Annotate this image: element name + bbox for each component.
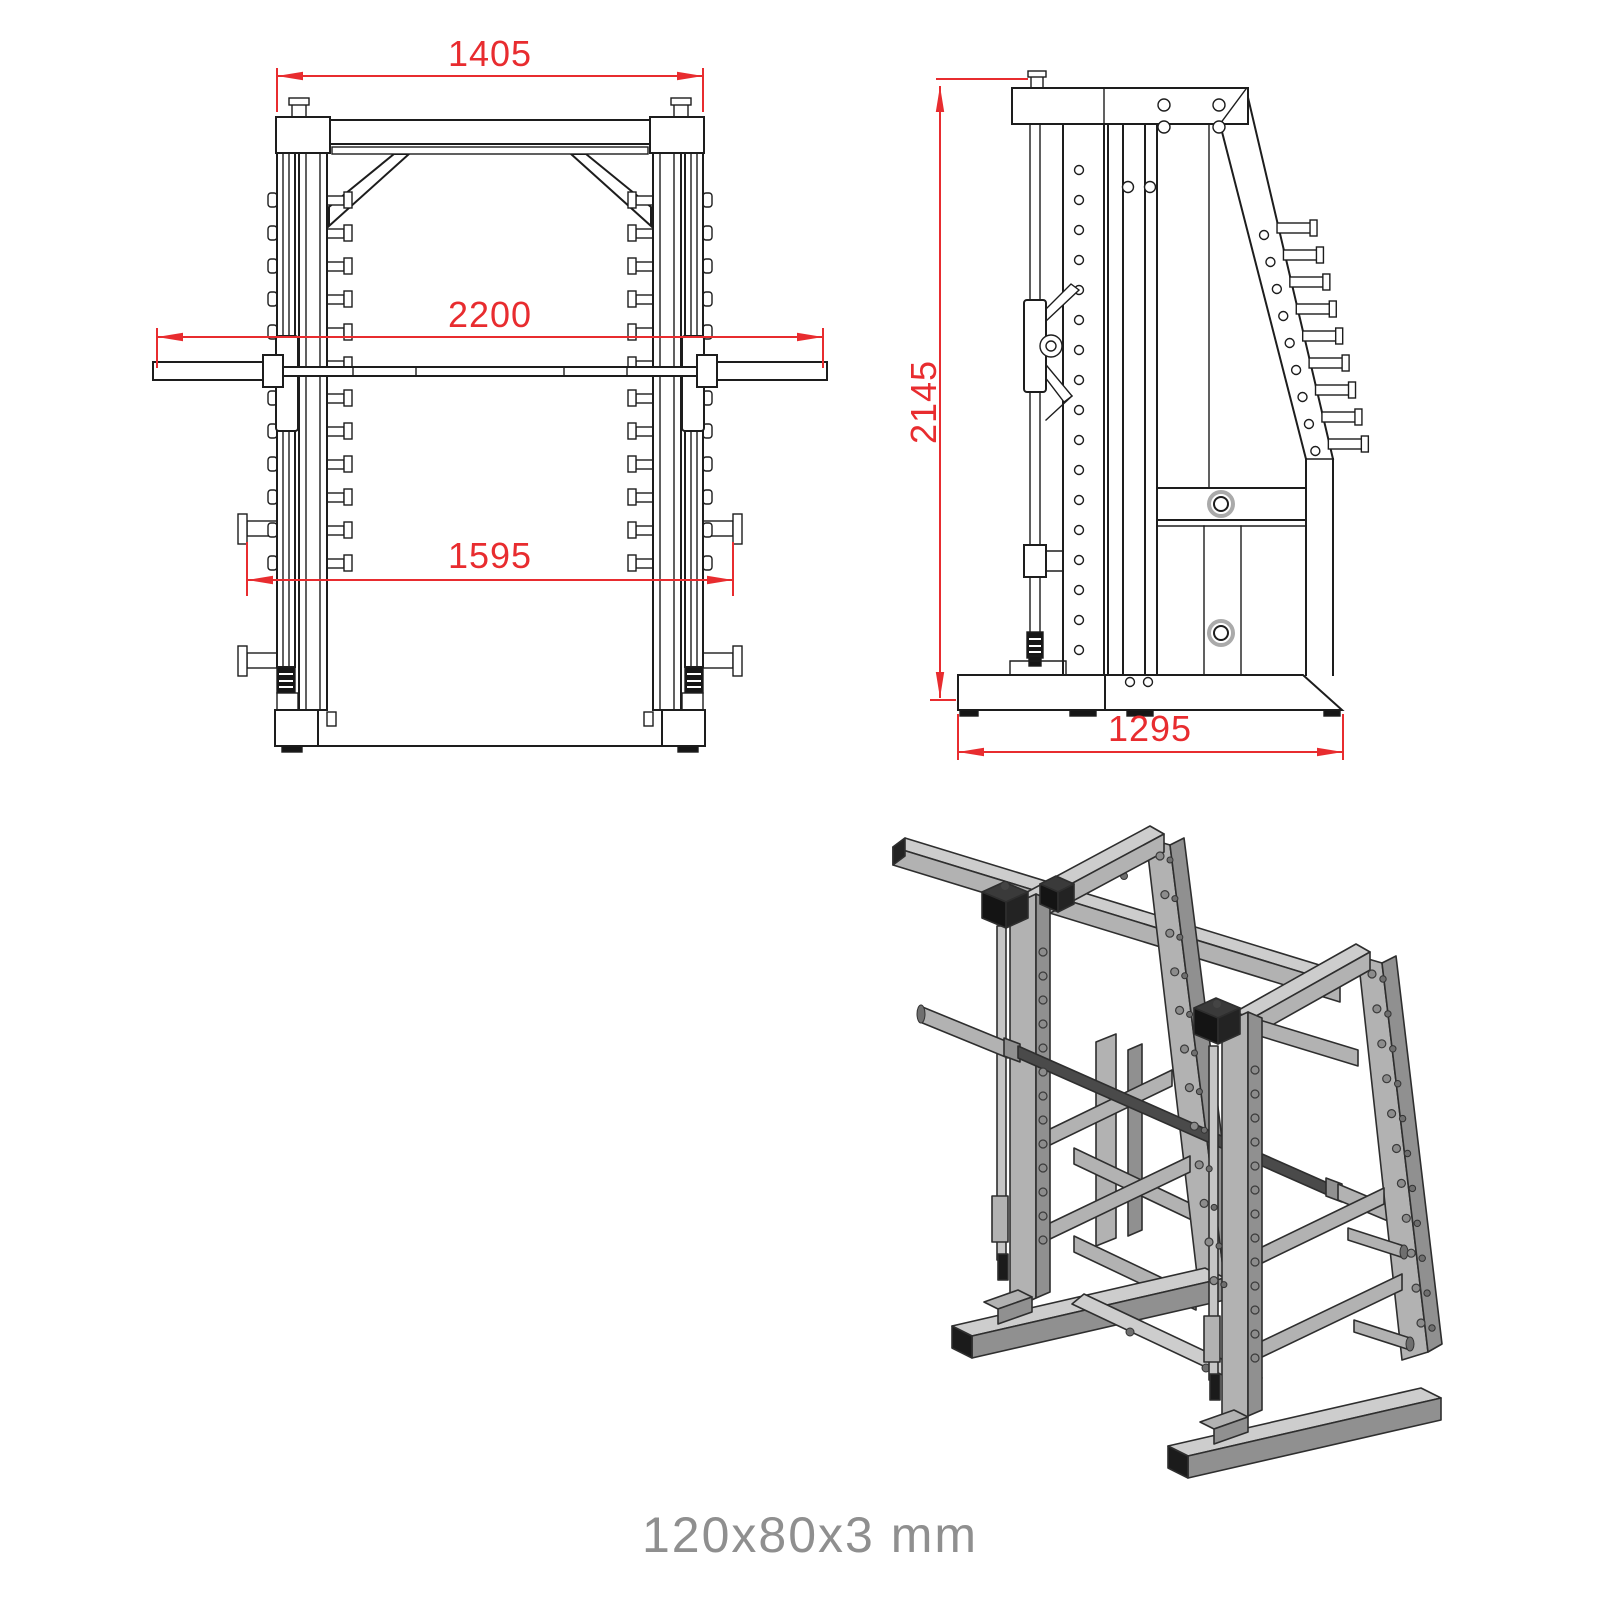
bottom-assembly xyxy=(274,666,706,753)
rear-lower-frame xyxy=(1156,487,1307,676)
side-base xyxy=(957,674,1345,717)
profile-size-caption: 120x80x3 mm xyxy=(642,1507,978,1563)
rear-slant-member xyxy=(1218,87,1335,676)
column-caps xyxy=(275,97,705,154)
top-braces xyxy=(328,153,652,229)
side-view-drawing: 2145 1295 xyxy=(903,70,1370,760)
dim-inner-width-label: 1595 xyxy=(448,535,532,576)
iso-right-frame xyxy=(1167,943,1443,1479)
side-view-dimensions: 2145 1295 xyxy=(903,78,1344,760)
top-crossbar xyxy=(329,119,651,145)
left-sleeve xyxy=(152,361,264,381)
adjustment-peg-rows xyxy=(267,191,713,572)
dim-height-label: 2145 xyxy=(903,360,944,444)
front-view-drawing: 1405 2200 1595 xyxy=(152,33,828,753)
iso-peg-knobs xyxy=(1038,851,1436,1363)
dim-bar-length-label: 2200 xyxy=(448,294,532,335)
right-sleeve xyxy=(716,361,828,381)
left-column xyxy=(276,152,328,711)
barbell xyxy=(152,354,828,388)
slant-peg-rows xyxy=(1258,219,1370,457)
front-view-dimensions: 1405 2200 1595 xyxy=(156,33,824,596)
isometric-view-drawing xyxy=(892,825,1443,1479)
dim-depth-label: 1295 xyxy=(1108,708,1192,749)
guide-rod-assembly xyxy=(1009,123,1081,676)
dim-top-width-label: 1405 xyxy=(448,33,532,74)
bar-shaft xyxy=(282,366,698,377)
side-columns xyxy=(1062,123,1210,676)
top-member xyxy=(1011,70,1249,134)
